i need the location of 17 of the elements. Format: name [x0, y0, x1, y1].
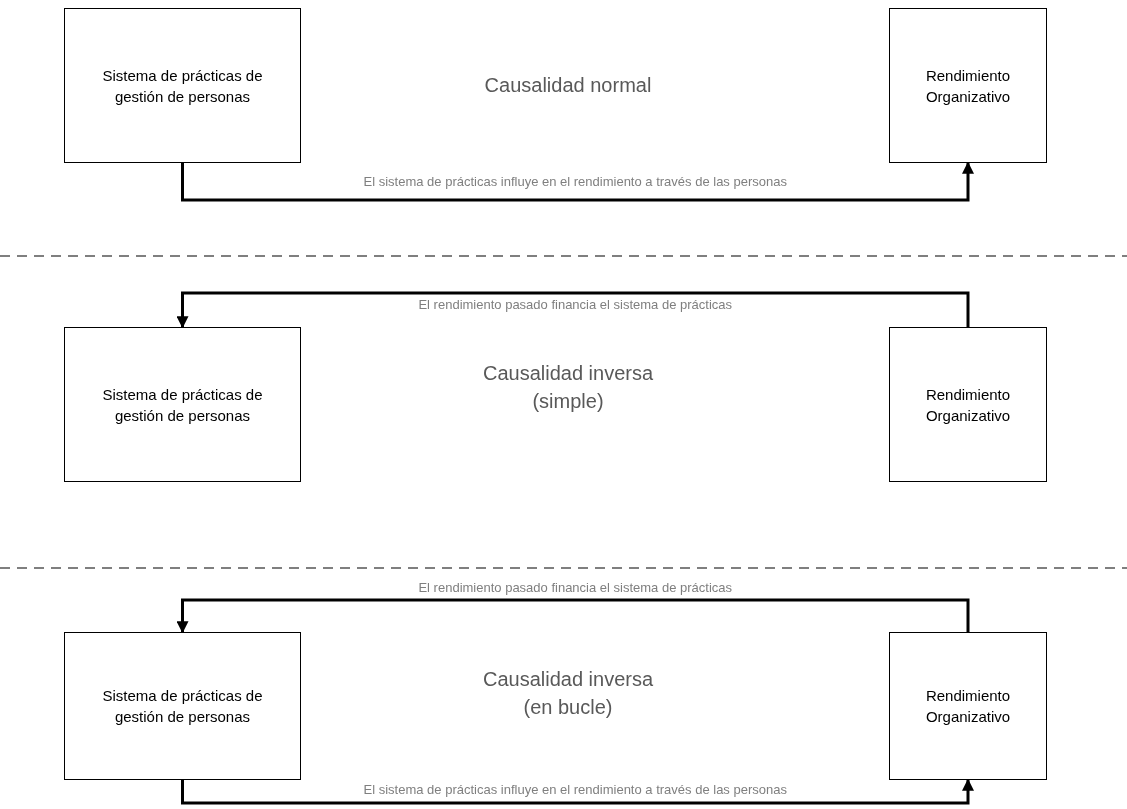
section-title: Causalidad inversa (en bucle): [481, 667, 655, 720]
arrow: [181, 778, 974, 805]
process-box: Rendimiento Organizativo: [889, 327, 1047, 482]
section-title: Causalidad inversa (simple): [481, 361, 655, 414]
edge-label: El rendimiento pasado financia el sistema de prácticas: [418, 580, 733, 595]
process-box: Rendimiento Organizativo: [889, 8, 1047, 163]
edge-label: El sistema de prácticas influye en el rendimiento a través de las personas: [363, 782, 787, 797]
process-box: Sistema de prácticas de gestión de personas: [64, 327, 301, 482]
edge-label: El rendimiento pasado financia el sistema de prácticas: [418, 297, 733, 312]
section-title: Causalidad normal: [483, 73, 653, 98]
process-box: Sistema de prácticas de gestión de personas: [64, 8, 301, 163]
process-box: Rendimiento Organizativo: [889, 632, 1047, 780]
process-box: Sistema de prácticas de gestión de personas: [64, 632, 301, 780]
arrow: [176, 291, 970, 329]
edge-label: El sistema de prácticas influye en el rendimiento a través de las personas: [363, 174, 787, 189]
arrow: [176, 598, 970, 634]
arrow: [181, 161, 974, 202]
